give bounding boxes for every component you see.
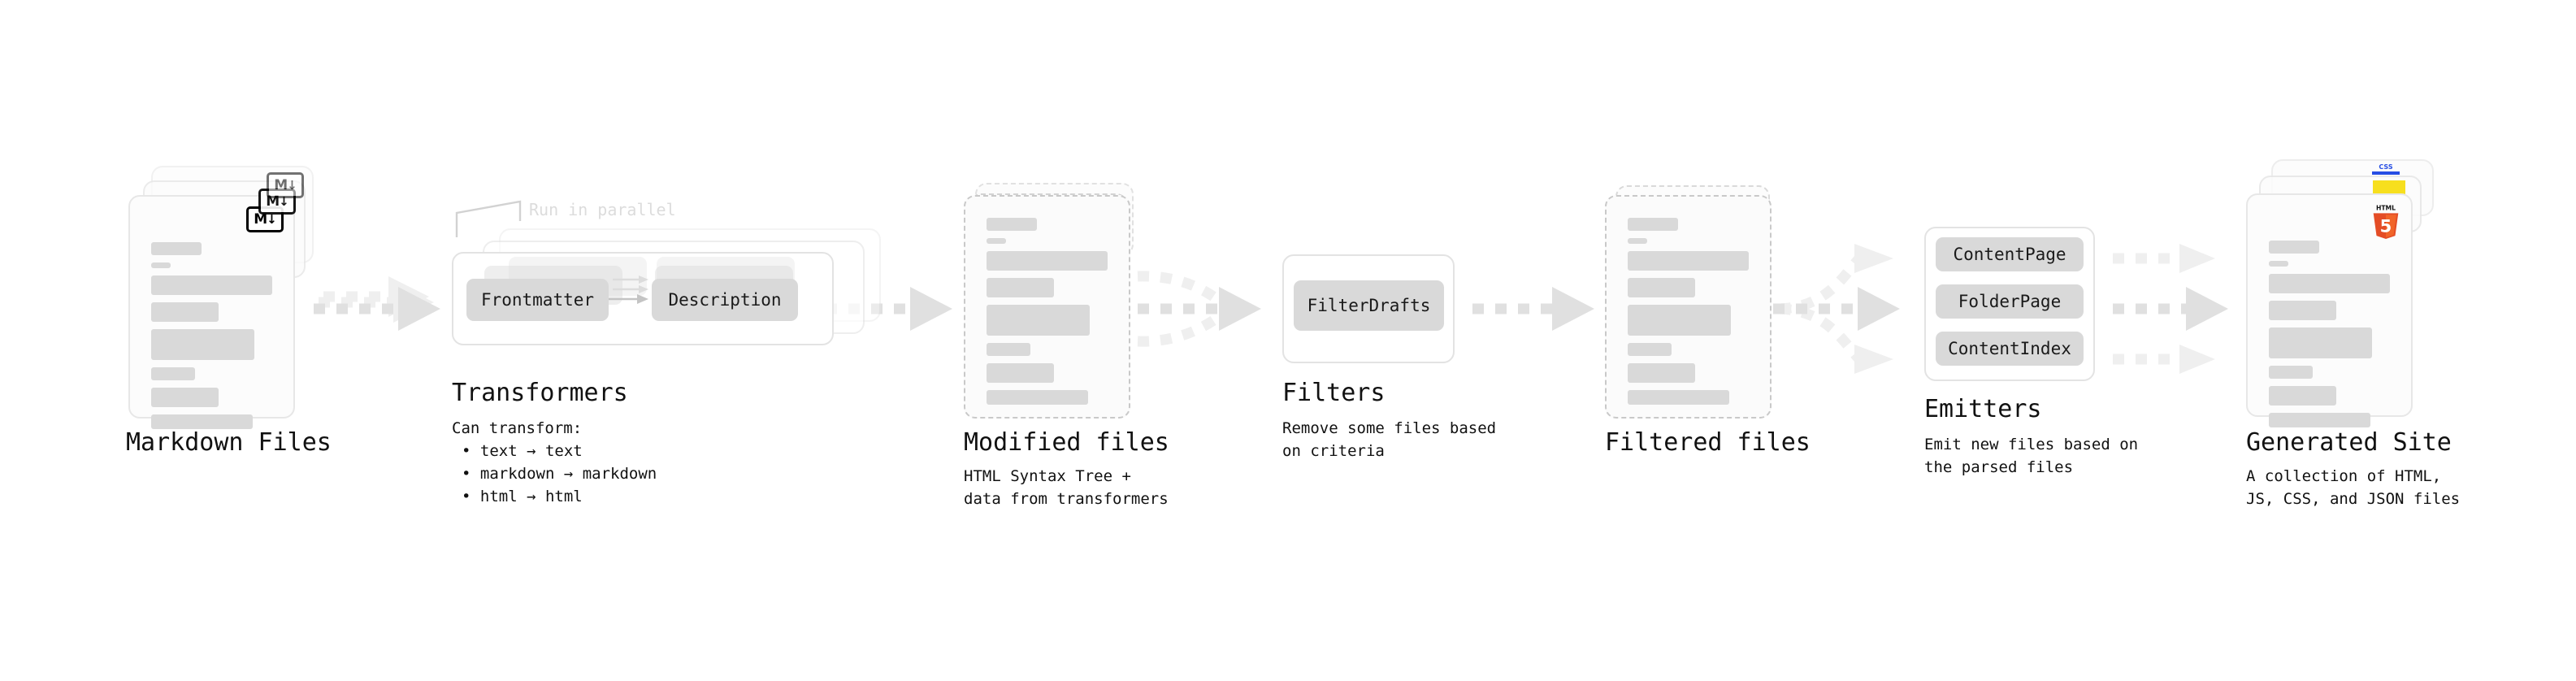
arrow-filters-to-filtered xyxy=(1472,287,1594,331)
emitters-title: Emitters xyxy=(1924,395,2042,423)
transformers-bullet-0: • text → text xyxy=(462,442,583,460)
arrow-filtered-to-emitters xyxy=(1773,244,1900,374)
svg-text:5: 5 xyxy=(2380,215,2392,236)
transformer-node-description-label: Description xyxy=(668,290,782,310)
css3-icon-underline xyxy=(2372,171,2400,175)
generated-site-title: Generated Site xyxy=(2246,428,2452,457)
transformer-node-frontmatter-label: Frontmatter xyxy=(480,290,595,310)
transformer-node-frontmatter[interactable]: Frontmatter xyxy=(466,279,609,321)
transformers-bullet-2: • html → html xyxy=(462,488,583,505)
skeleton-bars xyxy=(987,218,1108,412)
skeleton-bars xyxy=(2269,241,2390,435)
emitter-node-contentpage[interactable]: ContentPage xyxy=(1936,237,2084,271)
emitter-node-contentindex[interactable]: ContentIndex xyxy=(1936,332,2084,366)
generated-site-subtitle: A collection of HTML, JS, CSS, and JSON … xyxy=(2246,467,2461,508)
filter-node-filterdrafts[interactable]: FilterDrafts xyxy=(1294,280,1444,331)
skeleton-bars xyxy=(1628,218,1749,412)
skeleton-bars xyxy=(151,242,272,436)
markdown-icon-letter: M xyxy=(254,210,267,228)
emitter-node-contentindex-label: ContentIndex xyxy=(1948,339,2071,358)
emitters-subtitle: Emit new files based on the parsed files xyxy=(1924,436,2139,476)
modified-files-subtitle: HTML Syntax Tree + data from transformer… xyxy=(964,467,1169,508)
markdown-doc-front: M↓ xyxy=(128,195,295,429)
filter-node-filterdrafts-label: FilterDrafts xyxy=(1307,296,1431,315)
markdown-icon-back2: M↓ xyxy=(267,172,304,198)
emitter-node-folderpage-label: FolderPage xyxy=(1958,292,2062,311)
arrow-modified-to-filters xyxy=(1137,271,1261,347)
emitter-node-contentpage-label: ContentPage xyxy=(1953,245,2066,264)
run-in-parallel-label: Run in parallel xyxy=(529,200,676,219)
filtered-doc-front xyxy=(1605,195,1772,419)
arrow-markdown-to-transformers xyxy=(314,276,440,331)
filters-title: Filters xyxy=(1282,379,1386,407)
filtered-files-title: Filtered files xyxy=(1605,428,1811,457)
transformers-title: Transformers xyxy=(452,379,628,407)
site-doc-html: HTML 5 xyxy=(2246,193,2413,427)
transformers-bullet-1: • markdown → markdown xyxy=(462,465,657,483)
emitter-node-folderpage[interactable]: FolderPage xyxy=(1936,284,2084,319)
modified-doc-front xyxy=(964,195,1130,419)
transformers-subtitle: Can transform: xyxy=(452,419,583,437)
modified-files-title: Modified files xyxy=(964,428,1169,457)
markdown-files-title: Markdown Files xyxy=(126,428,332,457)
svg-text:HTML: HTML xyxy=(2376,205,2396,212)
css3-icon-label: CSS xyxy=(2379,163,2393,171)
arrow-emitters-to-site xyxy=(2113,244,2228,374)
transformer-node-description[interactable]: Description xyxy=(652,279,798,321)
css3-icon: CSS xyxy=(2371,164,2400,177)
html5-icon: HTML 5 xyxy=(2373,205,2399,239)
filters-subtitle: Remove some files based on criteria xyxy=(1282,419,1497,460)
